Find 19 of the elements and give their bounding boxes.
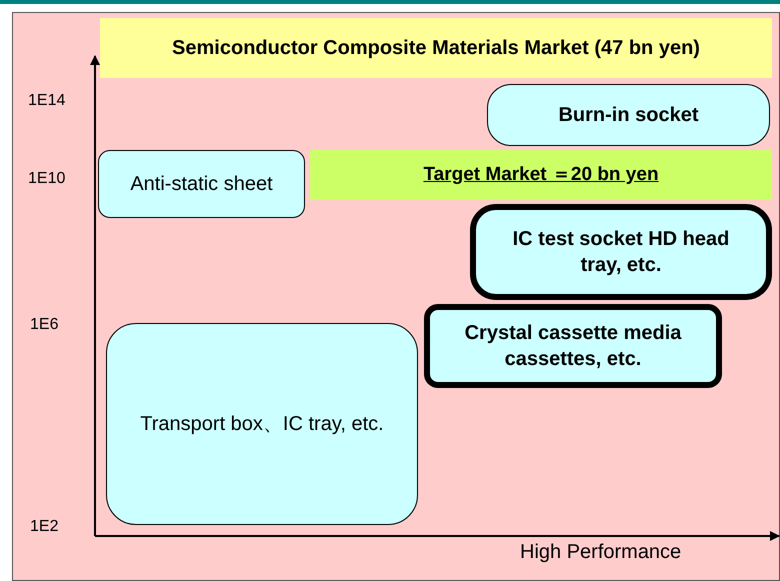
axis-tick-label: 1E6 [30, 316, 58, 334]
axis-tick-label: 1E14 [28, 92, 66, 110]
target-segment-box [424, 304, 722, 388]
segment-label: Crystal cassette media cassettes, etc. [464, 321, 682, 372]
segment-label: Semiconductor Composite Materials Market (47 bn yen) [172, 36, 700, 61]
market-band [100, 18, 772, 78]
segment-label: Target Market ＝20 bn yen [423, 162, 659, 187]
market-segment-box [106, 323, 418, 525]
axis-tick-label: 1E10 [28, 170, 66, 188]
segment-label: Anti-static sheet [130, 172, 273, 197]
segment-label: Burn-in socket [558, 103, 699, 128]
target-band [310, 150, 772, 200]
market-segment-box [487, 84, 770, 146]
axis-tick-label: 1E2 [30, 518, 58, 536]
target-segment-box [470, 204, 772, 300]
axis-title: High Performance [520, 541, 682, 564]
segment-label: IC test socket HD head tray, etc. [512, 227, 730, 278]
market-segment-box [98, 150, 305, 218]
segment-label: Transport box、IC tray, etc. [140, 412, 384, 437]
